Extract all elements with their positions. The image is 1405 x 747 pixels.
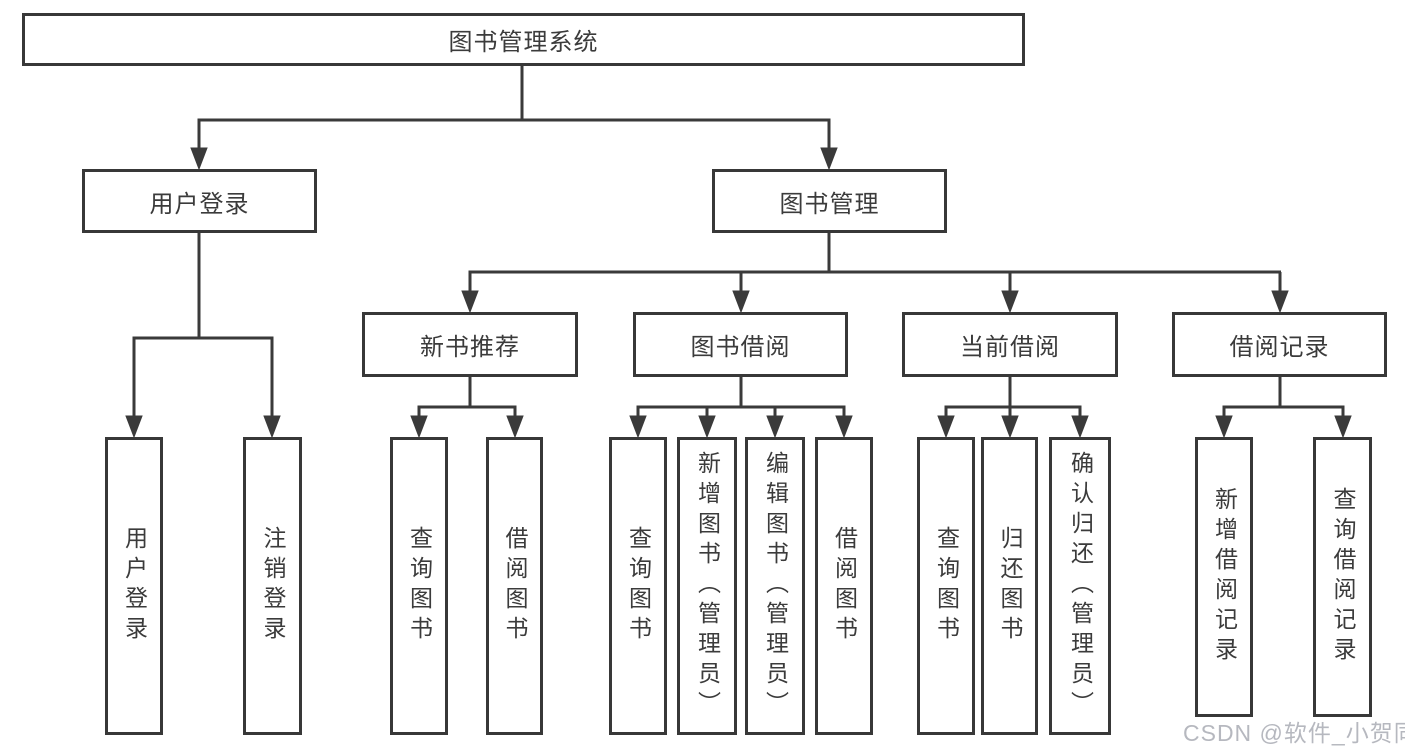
node-borrow-records-label: 借阅记录 xyxy=(1229,334,1330,361)
leaf-borrow-books: 借阅图书 xyxy=(815,437,873,735)
leaf-query-borrow-record-label: 查询借阅记录 xyxy=(1330,487,1356,667)
leaf-borrow-books-label: 借阅图书 xyxy=(831,526,858,646)
leaf-confirm-return-admin: 确认归还（管理员） xyxy=(1049,437,1111,735)
node-current-borrow: 当前借阅 xyxy=(902,312,1118,377)
leaf-add-book-admin-label: 新增图书（管理员） xyxy=(694,451,721,721)
watermark-text: CSDN @软件_小贺同学 xyxy=(1183,720,1405,746)
leaf-query-books-recommend-label: 查询图书 xyxy=(406,526,433,646)
leaf-logout-label: 注销登录 xyxy=(260,526,286,646)
node-new-book-recommend: 新书推荐 xyxy=(362,312,578,377)
leaf-query-borrow-record: 查询借阅记录 xyxy=(1313,437,1372,717)
leaf-query-books-current-label: 查询图书 xyxy=(933,526,960,646)
leaf-query-books-borrow: 查询图书 xyxy=(609,437,667,735)
node-library-system: 图书管理系统 xyxy=(22,13,1025,66)
node-new-book-recommend-label: 新书推荐 xyxy=(420,334,520,361)
leaf-return-book: 归还图书 xyxy=(981,437,1038,735)
node-user-login-label: 用户登录 xyxy=(149,190,250,218)
leaf-user-login-label: 用户登录 xyxy=(121,526,148,646)
leaf-add-borrow-record-label: 新增借阅记录 xyxy=(1211,487,1238,667)
leaf-add-book-admin: 新增图书（管理员） xyxy=(677,437,737,735)
leaf-logout: 注销登录 xyxy=(243,437,302,735)
leaf-edit-book-admin: 编辑图书（管理员） xyxy=(745,437,805,735)
leaf-confirm-return-admin-label: 确认归还（管理员） xyxy=(1067,451,1094,721)
node-current-borrow-label: 当前借阅 xyxy=(960,334,1060,361)
node-book-management: 图书管理 xyxy=(712,169,947,233)
node-user-login: 用户登录 xyxy=(82,169,317,233)
node-book-borrow-label: 图书借阅 xyxy=(690,334,791,361)
node-book-borrow: 图书借阅 xyxy=(633,312,848,377)
leaf-add-borrow-record: 新增借阅记录 xyxy=(1195,437,1253,717)
leaf-return-book-label: 归还图书 xyxy=(997,526,1023,646)
node-borrow-records: 借阅记录 xyxy=(1172,312,1387,377)
leaf-query-books-borrow-label: 查询图书 xyxy=(625,526,652,646)
leaf-user-login: 用户登录 xyxy=(105,437,163,735)
leaf-borrow-books-recommend-label: 借阅图书 xyxy=(502,526,528,646)
leaf-query-books-current: 查询图书 xyxy=(917,437,975,735)
leaf-query-books-recommend: 查询图书 xyxy=(390,437,448,735)
node-library-system-label: 图书管理系统 xyxy=(448,29,599,56)
node-book-management-label: 图书管理 xyxy=(779,190,880,218)
leaf-borrow-books-recommend: 借阅图书 xyxy=(486,437,543,735)
leaf-edit-book-admin-label: 编辑图书（管理员） xyxy=(762,451,789,721)
